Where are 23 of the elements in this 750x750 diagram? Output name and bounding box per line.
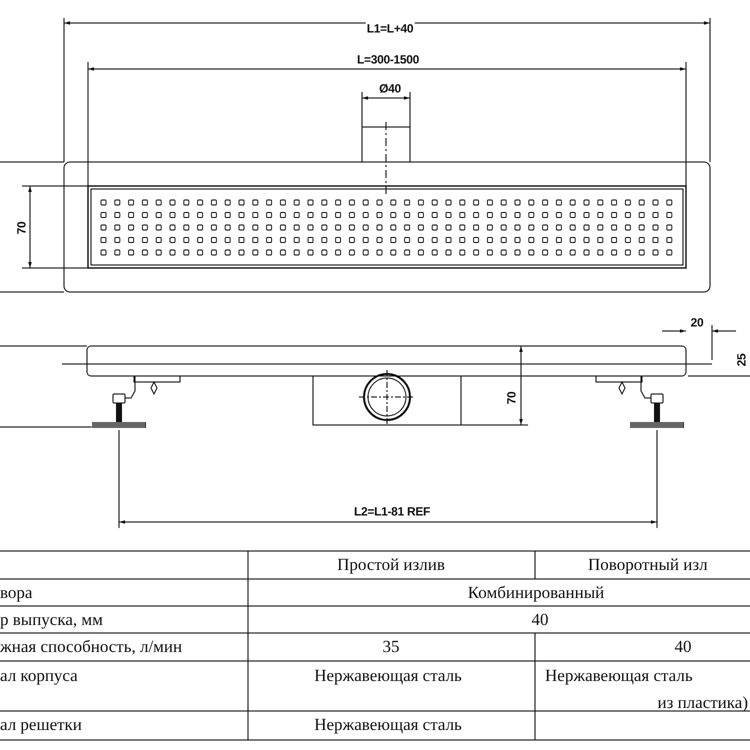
dimension-label: L2=L1-81 REF (352, 506, 432, 518)
dimension-label: Ø40 (378, 82, 402, 96)
table-value: Комбинированный (468, 583, 604, 603)
row-header: ал корпуса (0, 666, 78, 686)
dimension-label: 20 (690, 316, 704, 330)
table-value: Нержавеющая сталь (314, 715, 462, 735)
row-header: вора (0, 583, 32, 603)
table-value: Нержавеющая сталь (545, 666, 693, 686)
dimension-label: L=300-1500 (356, 54, 420, 66)
table-value: Нержавеющая сталь (314, 666, 462, 686)
table-value: из пластика) (658, 693, 748, 713)
column-header: Простой излив (337, 555, 445, 575)
dimension-label: L1=L+40 (366, 22, 414, 36)
table-value: 35 (382, 637, 400, 657)
column-header: Поворотный изл (588, 555, 708, 575)
row-header: жная способность, л/мин (0, 637, 182, 657)
dimension-label: 70 (16, 220, 28, 236)
table-value: 40 (532, 610, 548, 630)
table-value: 40 (674, 637, 692, 657)
dimension-label: 70 (506, 390, 518, 406)
dimension-label: 25 (736, 352, 748, 368)
row-header: р выпуска, мм (0, 610, 103, 630)
row-header: ал решетки (0, 715, 82, 735)
